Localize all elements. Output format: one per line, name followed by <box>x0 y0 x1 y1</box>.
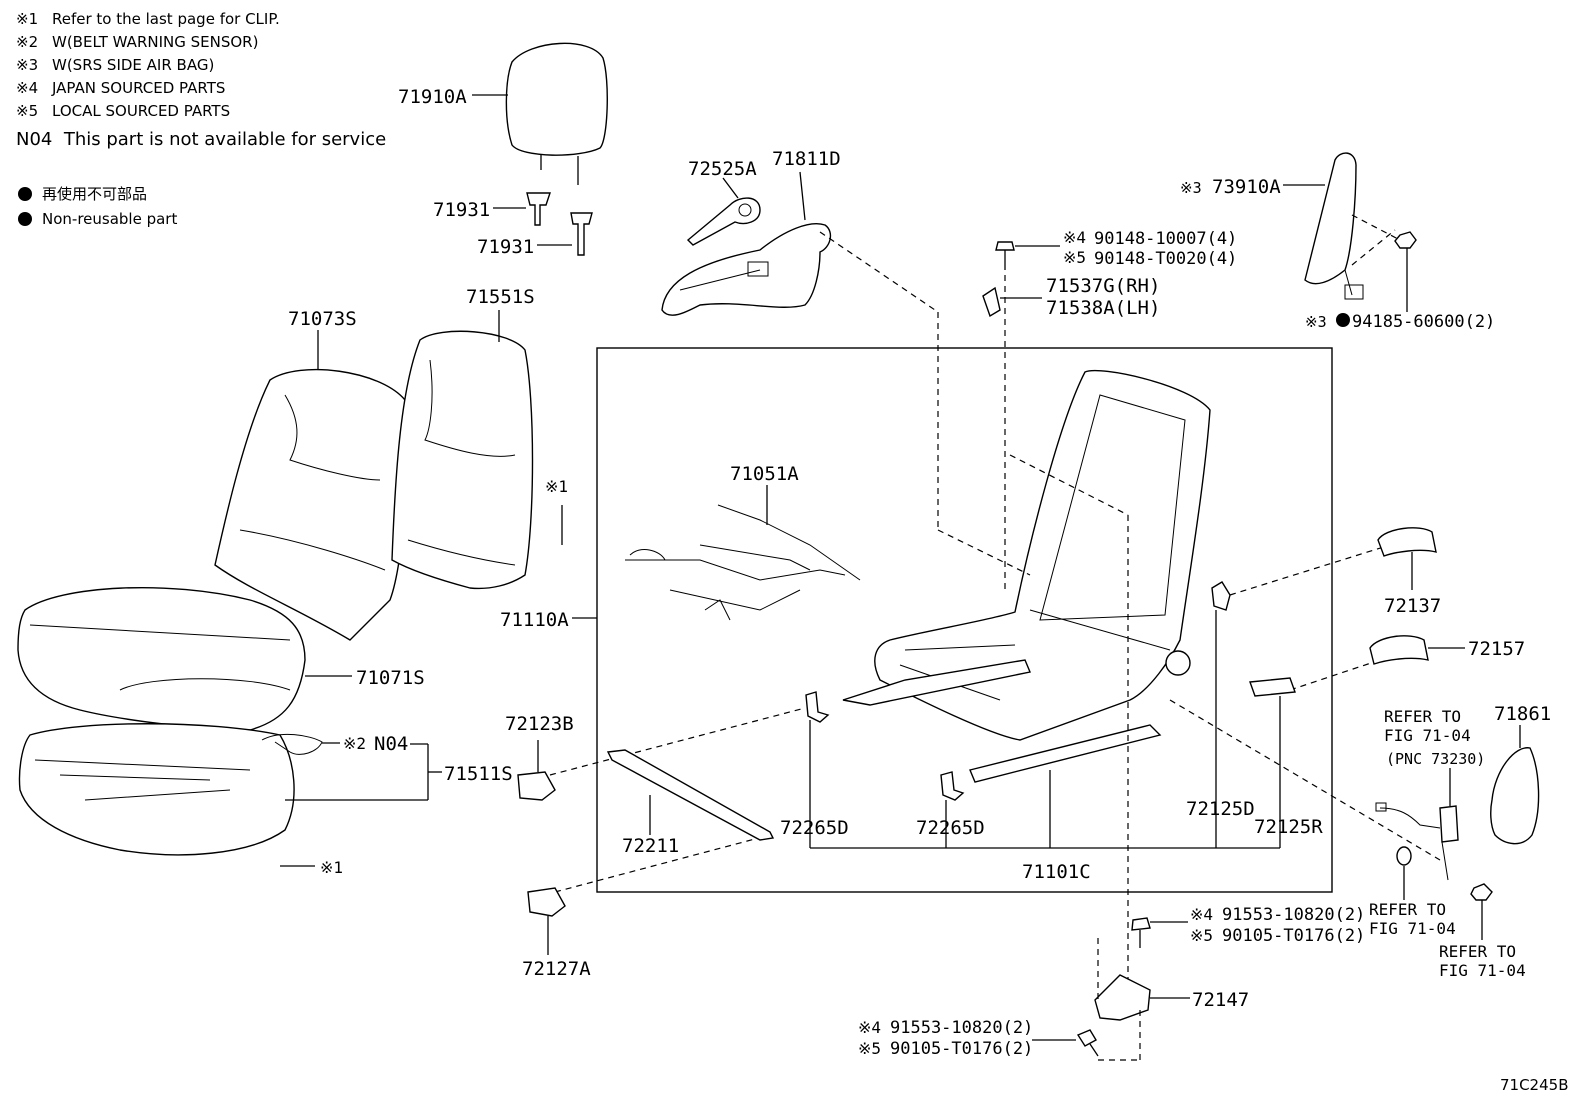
label-90148-T0020: 90148-T0020(4) <box>1094 249 1237 269</box>
label-91553-lower: 91553-10820(2) <box>890 1018 1033 1038</box>
recliner-lever-drawing <box>686 197 761 246</box>
label-71811D: 71811D <box>772 148 841 170</box>
label-72157: 72157 <box>1468 638 1525 660</box>
clip-72125R-drawing <box>1249 677 1296 697</box>
washer-drawing <box>1396 846 1412 866</box>
label-71071S: 71071S <box>356 667 425 689</box>
label-73910A: 73910A <box>1212 176 1281 198</box>
legend-nonreusable-jp: 再使用不可部品 <box>18 187 147 202</box>
clip-72265D-left-drawing <box>805 691 830 723</box>
label-71537G: 71537G(RH) <box>1046 275 1160 297</box>
cover-72123B-drawing <box>517 771 556 801</box>
rod-72211-drawing <box>606 749 775 841</box>
label-71931-lower: 71931 <box>477 236 534 258</box>
ref-fig-71-04-right-line1: REFER TO <box>1439 942 1516 961</box>
label-71861: 71861 <box>1494 703 1551 725</box>
label-90105-upper: 90105-T0176(2) <box>1222 926 1365 946</box>
label-71110A: 71110A <box>500 609 569 631</box>
label-71551S: 71551S <box>466 286 535 308</box>
nonreusable-dot-icon <box>18 212 32 226</box>
mark-91553-lower: ※4 <box>858 1018 881 1037</box>
ref-fig-71-04-pnc-line2: FIG 71-04 <box>1384 726 1471 745</box>
seat-spring-drawing <box>625 504 861 621</box>
nut-seatbelt-drawing <box>1470 883 1493 901</box>
nonreusable-94185-dot-icon <box>1336 313 1350 327</box>
headrest-guide-drawing <box>526 192 593 256</box>
belt-sensor-drawing <box>261 733 323 755</box>
label-71538A: 71538A(LH) <box>1046 297 1160 319</box>
assembly-frame-box <box>596 347 1333 893</box>
label-91553-upper: 91553-10820(2) <box>1222 905 1365 925</box>
label-72211: 72211 <box>622 835 679 857</box>
label-72123B: 72123B <box>505 713 574 735</box>
label-90148-10007: 90148-10007(4) <box>1094 229 1237 249</box>
label-71511S: 71511S <box>444 763 513 785</box>
seatbelt-buckle-drawing <box>1375 802 1459 881</box>
ref-fig-71-04-left-line2: FIG 71-04 <box>1369 919 1456 938</box>
bolt-90148-drawing <box>995 241 1015 270</box>
nonreusable-dot-icon <box>18 187 32 201</box>
mark-belt-sensor: ※2 <box>343 734 366 753</box>
bolt-91553-upper-drawing <box>1131 917 1151 948</box>
label-72147: 72147 <box>1192 989 1249 1011</box>
label-72265D-left: 72265D <box>780 817 849 839</box>
mark-90105-lower: ※5 <box>858 1039 881 1058</box>
part-72157-drawing <box>1369 635 1429 665</box>
clip-71537-drawing <box>982 286 1001 318</box>
bolt-91553-lower-drawing <box>1076 1029 1099 1057</box>
nut-94185-drawing <box>1394 231 1417 249</box>
ref-fig-71-04-pnc-line3: (PNC 73230) <box>1386 750 1485 768</box>
mark-94185: ※3 <box>1305 313 1327 331</box>
ref-fig-71-04-pnc-line1: REFER TO <box>1384 707 1461 726</box>
seatback-cover-drawing <box>214 368 408 641</box>
cushion-pad-drawing <box>18 723 295 856</box>
side-airbag-drawing <box>1304 152 1364 300</box>
legend-n04-code: N04 <box>16 129 53 150</box>
label-71910A: 71910A <box>398 86 467 108</box>
bracket-72147-drawing <box>1094 938 1151 1061</box>
clip-72265D-right-drawing <box>940 771 965 801</box>
legend-n04-text: This part is not available for service <box>63 129 387 150</box>
mark-90105-upper: ※5 <box>1190 926 1213 945</box>
ref-fig-71-04-right-line2: FIG 71-04 <box>1439 961 1526 980</box>
label-90105-lower: 90105-T0176(2) <box>890 1039 1033 1059</box>
legend-n04: N04 This part is not available for servi… <box>16 131 386 149</box>
label-71931-upper: 71931 <box>433 199 490 221</box>
recliner-cover-drawing <box>661 223 832 316</box>
label-72265D-right: 72265D <box>916 817 985 839</box>
diagram-code: 71C245B <box>1500 1076 1568 1094</box>
seat-frame-drawing <box>842 369 1211 783</box>
label-72125R: 72125R <box>1254 816 1323 838</box>
seatback-pad-drawing <box>391 330 534 590</box>
cushion-cover-drawing <box>17 586 306 731</box>
note-71551S-clip: ※1 <box>545 477 568 496</box>
clip-72125D-drawing <box>1211 581 1231 611</box>
mark-90148-jp: ※4 <box>1063 228 1086 247</box>
label-72137: 72137 <box>1384 595 1441 617</box>
label-71073S: 71073S <box>288 308 357 330</box>
label-94185: 94185-60600(2) <box>1352 312 1495 332</box>
mark-73910A: ※3 <box>1180 179 1202 197</box>
label-72127A: 72127A <box>522 958 591 980</box>
label-72125D: 72125D <box>1186 798 1255 820</box>
headrest-drawing <box>505 42 608 185</box>
legend-nonreusable-en: Non-reusable part <box>18 212 177 227</box>
label-71101C: 71101C <box>1022 861 1091 883</box>
label-N04: N04 <box>374 733 408 755</box>
mark-91553-upper: ※4 <box>1190 905 1213 924</box>
label-71051A: 71051A <box>730 463 799 485</box>
label-72525A: 72525A <box>688 158 757 180</box>
mark-90148-local: ※5 <box>1063 248 1086 267</box>
part-72137-drawing <box>1377 527 1437 557</box>
cover-72127A-drawing <box>527 887 566 917</box>
cover-71861-drawing <box>1490 747 1540 845</box>
note-cushion-clip: ※1 <box>320 858 343 877</box>
ref-fig-71-04-left-line1: REFER TO <box>1369 900 1446 919</box>
